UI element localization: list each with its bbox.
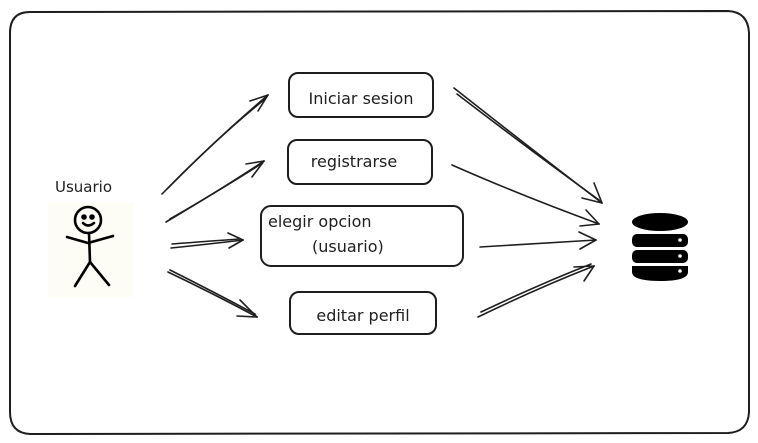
actor-label: Usuario	[55, 178, 112, 196]
use-case-elegir-opcion: elegir opcion (usuario)	[260, 205, 464, 267]
arrow-actor-to-iniciar	[161, 94, 269, 195]
use-case-iniciar-sesion: Iniciar sesion	[288, 72, 434, 118]
arrow-actor-to-editar	[167, 269, 258, 318]
stick-figure-icon	[48, 203, 134, 297]
use-case-registrarse: registrarse	[287, 139, 433, 185]
use-case-label-line2: (usuario)	[312, 237, 384, 256]
use-case-label: registrarse	[311, 152, 397, 171]
database-icon	[632, 213, 688, 281]
diagram-frame	[9, 9, 750, 436]
use-case-label-line1: elegir opcion	[268, 212, 372, 231]
use-case-label: editar perfil	[316, 306, 409, 325]
arrow-registrarse-to-db	[451, 164, 600, 227]
arrow-editar-to-db	[477, 263, 595, 318]
use-case-editar-perfil: editar perfil	[289, 291, 437, 335]
arrow-iniciar-to-db	[453, 87, 603, 204]
arrow-actor-to-elegir	[170, 232, 244, 249]
arrow-actor-to-registrarse	[165, 160, 265, 223]
use-case-label: Iniciar sesion	[309, 89, 414, 108]
arrow-elegir-to-db	[479, 231, 597, 250]
